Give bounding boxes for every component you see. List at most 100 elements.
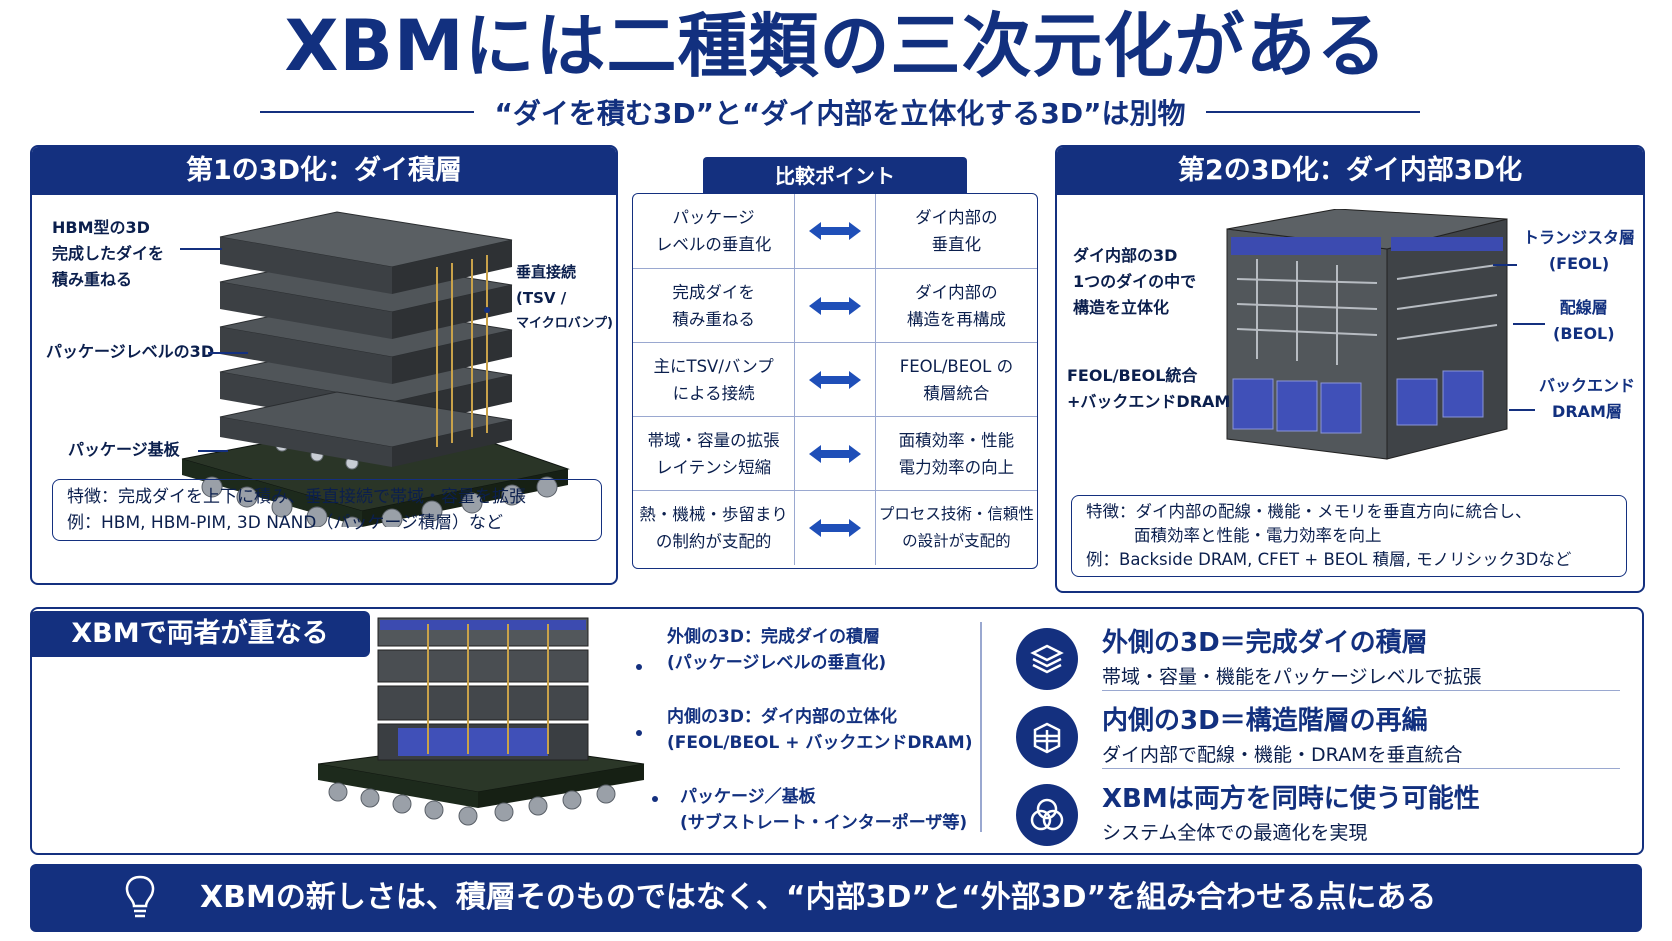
cell-line: パッケージ [672, 208, 755, 227]
lightbulb-icon [122, 874, 158, 928]
outer-3d-title: 外側の3D：完成ダイの積層 [667, 627, 880, 647]
double-arrow-icon [794, 343, 876, 417]
substrate-label: パッケージ基板 [68, 440, 180, 459]
vertical-label-line: マイクロバンプ) [516, 316, 613, 331]
in-die-label-line: 1つのダイの中で [1073, 272, 1197, 291]
comparison-heading: 比較ポイント [703, 157, 967, 195]
inner-leader-dot [636, 730, 642, 736]
subtitle-rule-left [260, 111, 475, 113]
summary-desc: 帯域・容量・機能をパッケージレベルで拡張 [1102, 666, 1482, 688]
comparison-row: 主にTSV/バンプによる接続 FEOL/BEOL の積層統合 [633, 342, 1037, 417]
cell-line: 主にTSV/バンプ [653, 357, 774, 376]
outer-3d-label: 外側の3D：完成ダイの積層 (パッケージレベルの垂直化) [667, 624, 886, 676]
cell-line: 帯域・容量の拡張 [647, 431, 780, 450]
cell-line: 完成ダイを [672, 283, 755, 302]
outer-leader-dot [636, 664, 642, 670]
page-title: XBMには二種類の三次元化がある [284, 5, 1388, 87]
double-arrow-icon [794, 194, 876, 268]
substrate-leader [198, 450, 228, 452]
cell-line: 積層統合 [923, 384, 990, 403]
footer-text: XBMの新しさは、積層そのものではなく、“内部3D”と“外部3D”を組み合わせる… [200, 880, 1437, 915]
overlap-divider [980, 622, 982, 832]
feature-text: 特徴：完成ダイを上下に積み、垂直接続で帯域・容量を拡張 [67, 487, 526, 507]
package-substrate-label: パッケージ／基板 (サブストレート・インターポーザ等) [680, 784, 967, 836]
comparison-left-cell: 帯域・容量の拡張レイテンシ短縮 [633, 427, 794, 481]
package-level-label: パッケージレベルの3D [46, 342, 215, 361]
wiring-layer-label: 配線層 (BEOL) [1553, 295, 1615, 347]
cell-line: レベルの垂直化 [655, 235, 772, 254]
combined-stack-illustration [318, 617, 645, 826]
in-die-3d-panel: 第2の3D化：ダイ内部3D化 ダイ内部の3D 1つのダイの中で 構造を立体化 [1055, 145, 1645, 593]
cell-line: ダイ内部の [915, 208, 998, 227]
vertical-leader-dot [484, 307, 490, 313]
comparison-row: パッケージレベルの垂直化 ダイ内部の垂直化 [633, 194, 1037, 268]
comparison-left-cell: パッケージレベルの垂直化 [633, 204, 794, 258]
summary-outer: 外側の3D＝完成ダイの積層 帯域・容量・機能をパッケージレベルで拡張 [1016, 622, 1608, 696]
in-die-feature-box: 特徴：ダイ内部の配線・機能・メモリを垂直方向に統合し、 面積効率と性能・電力効率… [1071, 495, 1627, 577]
summary-xbm: XBMは両方を同時に使う可能性 システム全体での最適化を実現 [1016, 778, 1608, 852]
cell-line: 面積効率・性能 [898, 431, 1015, 450]
subtitle-row: “ダイを積む3D”と“ダイ内部を立体化する3D”は別物 [260, 92, 1420, 132]
die-stacking-feature-box: 特徴：完成ダイを上下に積み、垂直接続で帯域・容量を拡張 例：HBM, HBM-P… [52, 479, 602, 541]
cell-line: の設計が支配的 [902, 532, 1011, 550]
comparison-right-cell: 面積効率・性能電力効率の向上 [876, 427, 1037, 481]
feol-beol-label-line: +バックエンドDRAM [1067, 392, 1231, 411]
footer-banner: XBMの新しさは、積層そのものではなく、“内部3D”と“外部3D”を組み合わせる… [30, 864, 1642, 932]
double-arrow-icon [794, 491, 876, 565]
venn-circles-icon [1016, 784, 1078, 846]
summary-title: XBMは両方を同時に使う可能性 [1102, 784, 1480, 814]
package-substrate-sub: (サブストレート・インターポーザ等) [680, 813, 968, 833]
in-die-label: ダイ内部の3D 1つのダイの中で 構造を立体化 [1073, 243, 1196, 321]
cube-layers-icon [1016, 706, 1078, 768]
page-subtitle: “ダイを積む3D”と“ダイ内部を立体化する3D”は別物 [494, 97, 1186, 130]
dram-label-line: DRAM層 [1552, 402, 1622, 421]
transistor-layer-label: トランジスタ層 (FEOL) [1523, 225, 1635, 277]
double-arrow-icon [794, 417, 876, 491]
package-substrate-title: パッケージ／基板 [680, 787, 816, 807]
overlap-tag: XBMで両者が重なる [30, 611, 370, 657]
feature-text: 特徴：ダイ内部の配線・機能・メモリを垂直方向に統合し、 [1086, 502, 1532, 521]
layers-icon [1016, 628, 1078, 690]
cell-line: 熱・機械・歩留まり [639, 505, 788, 524]
hbm-label: HBM型の3D 完成したダイを 積み重ねる [52, 215, 164, 293]
summary-desc: システム全体での最適化を実現 [1102, 822, 1368, 844]
summary-rule [1102, 690, 1620, 691]
comparison-row: 帯域・容量の拡張レイテンシ短縮 面積効率・性能電力効率の向上 [633, 416, 1037, 491]
cell-line: の制約が支配的 [655, 532, 772, 551]
wiring-label-line: (BEOL) [1553, 324, 1615, 343]
transistor-leader [1493, 264, 1517, 266]
summary-title: 外側の3D＝完成ダイの積層 [1102, 628, 1428, 658]
inner-3d-title: 内側の3D：ダイ内部の立体化 [667, 707, 897, 727]
inner-3d-sub: (FEOL/BEOL + バックエンドDRAM) [667, 733, 973, 753]
overlap-panel [30, 607, 1644, 855]
cell-line: 垂直化 [931, 235, 982, 254]
subtitle-rule-right [1205, 111, 1420, 113]
dram-label-line: バックエンド [1539, 376, 1636, 395]
summary-title: 内側の3D＝構造階層の再編 [1102, 706, 1428, 736]
transistor-label-line: トランジスタ層 [1523, 228, 1636, 247]
summary-inner: 内側の3D＝構造階層の再編 ダイ内部で配線・機能・DRAMを垂直統合 [1016, 700, 1608, 774]
feol-beol-label: FEOL/BEOL統合 +バックエンドDRAM [1067, 363, 1230, 415]
comparison-row: 熱・機械・歩留まりの制約が支配的 プロセス技術・信頼性の設計が支配的 [633, 490, 1037, 565]
cell-line: 積み重ねる [672, 310, 755, 329]
cell-line: FEOL/BEOL の [899, 357, 1014, 376]
die-stacking-panel: 第1の3D化：ダイ積層 [30, 145, 618, 585]
summary-desc: ダイ内部で配線・機能・DRAMを垂直統合 [1102, 744, 1463, 766]
feature-text: 面積効率と性能・電力効率を向上 [1134, 526, 1382, 545]
in-die-label-line: ダイ内部の3D [1073, 246, 1178, 265]
comparison-table: パッケージレベルの垂直化 ダイ内部の垂直化 完成ダイを積み重ねる ダイ内部の構造… [632, 193, 1038, 569]
cell-line: プロセス技術・信頼性 [878, 505, 1034, 523]
wiring-leader [1513, 323, 1545, 325]
comparison-left-cell: 完成ダイを積み重ねる [633, 279, 794, 333]
in-die-cube-illustration [1226, 209, 1508, 460]
vertical-label-line: 垂直接続 [516, 263, 577, 281]
in-die-3d-heading: 第2の3D化：ダイ内部3D化 [1057, 147, 1643, 195]
hbm-label-line: HBM型の3D [52, 218, 150, 237]
comparison-row: 完成ダイを積み重ねる ダイ内部の構造を再構成 [633, 268, 1037, 343]
vertical-label-line: (TSV / [516, 289, 567, 307]
feol-beol-label-line: FEOL/BEOL統合 [1067, 366, 1198, 385]
hbm-label-line: 積み重ねる [52, 270, 133, 289]
cell-line: レイテンシ短縮 [656, 458, 772, 477]
wiring-label-line: 配線層 [1559, 298, 1608, 317]
comparison-left-cell: 熱・機械・歩留まりの制約が支配的 [633, 501, 794, 555]
